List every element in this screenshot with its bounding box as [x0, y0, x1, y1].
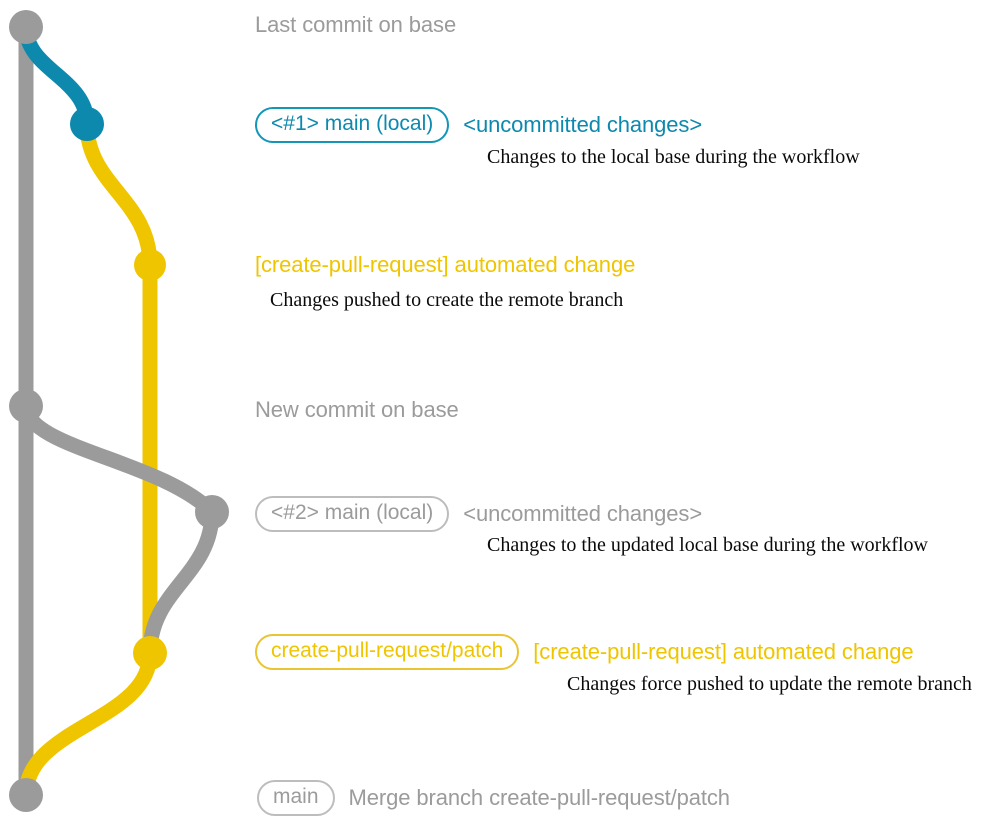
- note-patch-2: Changes force pushed to update the remot…: [567, 673, 972, 695]
- edge-local-1-to-patch-1: [79, 116, 158, 273]
- branch-badge-local-1[interactable]: <#1> main (local): [255, 107, 450, 144]
- edge-patch-2-to-merge: [18, 645, 158, 803]
- row-new-commit-on-base: New commit on base: [255, 397, 459, 423]
- commit-subject-merge: Merge branch create-pull-request/patch: [348, 785, 731, 811]
- commit-node-local-1[interactable]: [70, 107, 104, 141]
- commit-subject-local-1: <uncommitted changes>: [463, 112, 703, 138]
- row-local-2: <#2> main (local) <uncommitted changes>: [255, 496, 703, 533]
- commit-node-local-2[interactable]: [195, 495, 229, 529]
- commit-subject-patch-1: [create-pull-request] automated change: [255, 252, 636, 277]
- row-merge: main Merge branch create-pull-request/pa…: [257, 780, 731, 817]
- branch-badge-local-2[interactable]: <#2> main (local): [255, 496, 450, 533]
- commit-node-merge[interactable]: [9, 778, 43, 812]
- commit-subject-patch-2: [create-pull-request] automated change: [533, 639, 914, 665]
- commit-subject-local-2: <uncommitted changes>: [463, 501, 703, 527]
- row-patch-2: create-pull-request/patch [create-pull-r…: [255, 634, 914, 671]
- commit-subject-last-base: Last commit on base: [255, 12, 457, 37]
- note-patch-1: Changes pushed to create the remote bran…: [270, 289, 624, 311]
- note-local-2: Changes to the updated local base during…: [487, 534, 928, 556]
- edge-local-2-to-patch-2: [142, 504, 220, 661]
- row-patch-1: [create-pull-request] automated change: [255, 252, 635, 278]
- branch-badge-main[interactable]: main: [257, 780, 335, 817]
- commit-node-patch-1[interactable]: [134, 249, 166, 281]
- note-local-1: Changes to the local base during the wor…: [487, 146, 860, 168]
- commit-node-last-base[interactable]: [9, 10, 43, 44]
- commit-node-patch-2[interactable]: [133, 636, 167, 670]
- branch-badge-patch-2[interactable]: create-pull-request/patch: [255, 634, 520, 671]
- row-local-1: <#1> main (local) <uncommitted changes>: [255, 107, 703, 144]
- commit-node-new-base[interactable]: [9, 389, 43, 423]
- row-last-commit-on-base: Last commit on base: [255, 12, 456, 38]
- commit-subject-new-base: New commit on base: [255, 397, 459, 422]
